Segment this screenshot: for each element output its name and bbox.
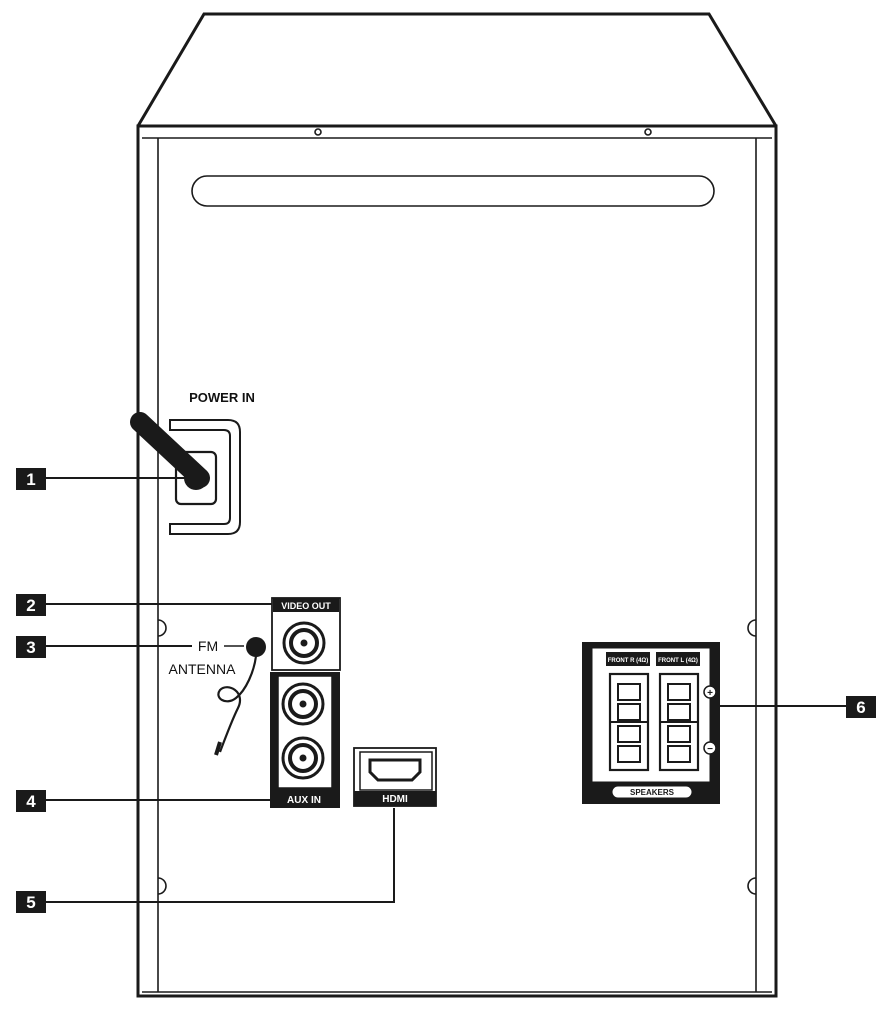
aux-in-jacks: AUX IN (270, 672, 340, 808)
power-in-connector: POWER IN (130, 390, 255, 535)
power-in-label: POWER IN (189, 390, 255, 405)
callout-3: 3 (16, 636, 46, 658)
front-l-label: FRONT L (4Ω) (658, 658, 698, 664)
svg-text:1: 1 (26, 470, 35, 489)
vent-slot (191, 175, 715, 207)
video-out-label: VIDEO OUT (281, 601, 331, 611)
screw-hole-left (314, 128, 322, 136)
svg-text:−: − (707, 744, 713, 755)
video-out-jack: VIDEO OUT (271, 597, 341, 671)
callout-1: 1 (16, 468, 46, 490)
antenna-label: ANTENNA (169, 661, 237, 677)
fm-label: FM (198, 638, 218, 654)
screw-hole-right (644, 128, 652, 136)
callout-5: 5 (16, 891, 46, 913)
terminal-front-l (658, 672, 700, 772)
svg-text:3: 3 (26, 638, 35, 657)
speaker-terminals: FRONT R (4Ω) FRONT L (4Ω) + − SPEAKERS (582, 642, 720, 804)
svg-text:6: 6 (856, 698, 865, 717)
antenna-wire (217, 655, 258, 753)
callout-lines (46, 477, 846, 903)
svg-text:5: 5 (26, 893, 35, 912)
unit-body (136, 124, 778, 998)
unit-top-cap (136, 12, 778, 128)
terminal-front-r (608, 672, 650, 772)
plus-icon (703, 685, 717, 699)
aux-in-label: AUX IN (287, 795, 321, 806)
callout-6: 6 (846, 696, 876, 718)
svg-text:4: 4 (26, 792, 36, 811)
front-r-label: FRONT R (4Ω) (608, 658, 648, 664)
svg-text:+: + (707, 688, 713, 699)
hdmi-label: HDMI (382, 794, 408, 805)
hdmi-port: HDMI (353, 747, 437, 807)
callout-4: 4 (16, 790, 46, 812)
fm-antenna-connector: FM ANTENNA (169, 637, 266, 756)
minus-icon (703, 741, 717, 755)
speakers-label: SPEAKERS (630, 788, 675, 797)
svg-text:2: 2 (26, 596, 35, 615)
callout-2: 2 (16, 594, 46, 616)
